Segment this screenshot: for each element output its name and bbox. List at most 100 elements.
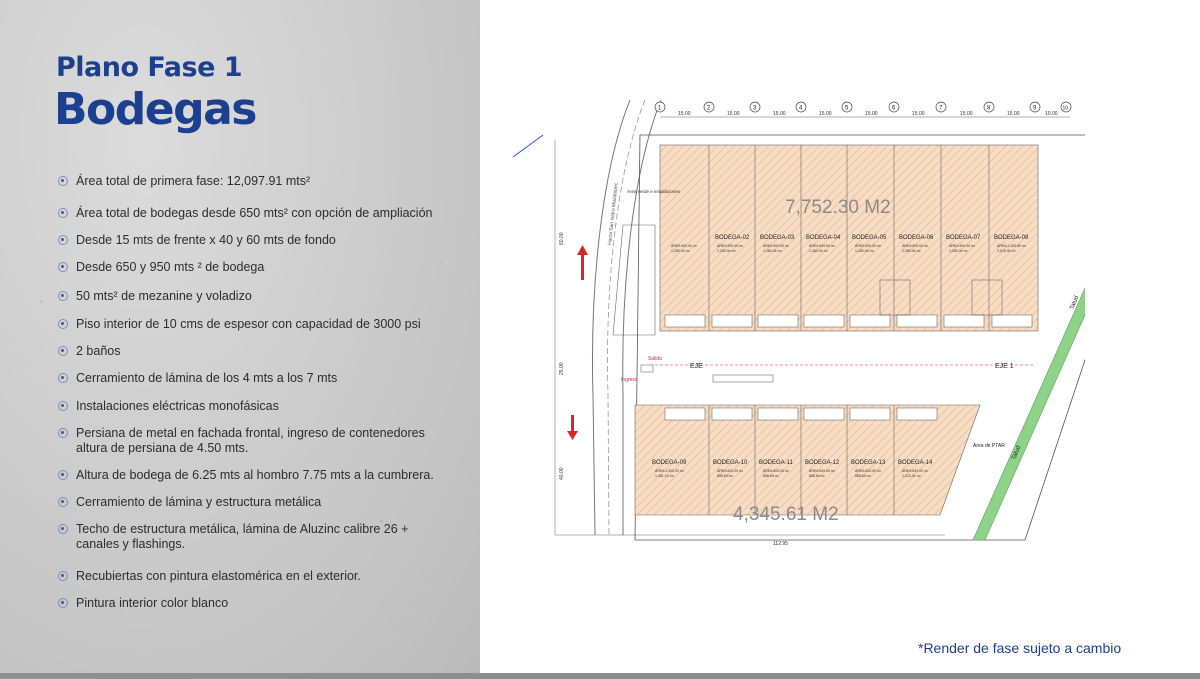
eje-left-label: EJE (690, 363, 703, 370)
svg-text:1,280.04 m²: 1,280.04 m² (949, 249, 969, 253)
svg-text:1,213.31 m²: 1,213.31 m² (902, 474, 922, 478)
feature-item: Techo de estructura metálica, lámina de … (58, 522, 438, 552)
svg-text:1,280.04 m²: 1,280.04 m² (855, 249, 875, 253)
svg-text:60.00: 60.00 (559, 232, 565, 245)
texture-speck (210, 120, 212, 122)
svg-text:4: 4 (799, 106, 803, 112)
feature-item: Desde 650 y 950 mts ² de bodega (58, 260, 264, 275)
svg-text:9: 9 (1033, 106, 1037, 112)
feature-item: Persiana de metal en fachada frontal, in… (58, 426, 438, 456)
top-warehouse-block (659, 144, 1039, 332)
svg-text:ÁREA 600.00 m²: ÁREA 600.00 m² (763, 469, 790, 473)
svg-text:1: 1 (658, 106, 662, 112)
road-edge-outer (591, 99, 631, 536)
road-label: Hacia San Isidro Mazatepec (607, 182, 620, 245)
svg-text:ÁREA 600.00 m²: ÁREA 600.00 m² (717, 469, 744, 473)
talud-label-bottom: Talud (1011, 445, 1022, 461)
svg-text:15.00: 15.00 (1007, 111, 1020, 117)
svg-text:40.00: 40.00 (559, 467, 565, 480)
svg-text:15.00: 15.00 (960, 111, 973, 117)
feature-item: Área total de primera fase: 12,097.91 mt… (58, 174, 310, 189)
unit-name: BODEGA-13 (851, 460, 886, 466)
bottom-mezzanines (664, 407, 938, 421)
feature-item: Altura de bodega de 6.25 mts al hombro 7… (58, 468, 434, 483)
bullet-icon (58, 319, 68, 329)
bottom-unit-names: BODEGA-09 BODEGA-10 BODEGA-11 BODEGA-12 … (652, 460, 933, 466)
title-plano-fase: Plano Fase 1 (56, 52, 243, 83)
bullet-icon (58, 176, 68, 186)
feature-item: Recubiertas con pintura elastomérica en … (58, 569, 361, 584)
unit-name: BODEGA-05 (852, 235, 887, 241)
site-plan: Hacia San Isidro Mazatepec 1 2 3 4 5 6 7… (512, 99, 1085, 547)
salida-label: Salida (648, 356, 662, 362)
svg-text:1,280.04 m²: 1,280.04 m² (902, 249, 922, 253)
top-mezzanines (664, 314, 1033, 328)
unit-name: BODEGA-12 (805, 460, 840, 466)
feature-item: 50 mts² de mezanine y voladizo (58, 289, 252, 304)
green-area-block (612, 224, 656, 336)
svg-text:2,076.40 m²: 2,076.40 m² (997, 249, 1017, 253)
unit-name: BODEGA-08 (994, 235, 1029, 241)
svg-text:ÁREA 900.00 m²: ÁREA 900.00 m² (902, 244, 929, 248)
unit-name: BODEGA-09 (652, 460, 687, 466)
unit-name: BODEGA-10 (713, 460, 748, 466)
unit-name: BODEGA-03 (760, 235, 795, 241)
svg-text:8: 8 (987, 106, 991, 112)
north-line (512, 134, 544, 158)
bullet-icon (58, 208, 68, 218)
bullet-icon (58, 571, 68, 581)
svg-text:858.69 m²: 858.69 m² (763, 474, 780, 478)
feature-item: Instalaciones eléctricas monofásicas (58, 399, 279, 414)
road-arrow-down (571, 415, 574, 435)
feature-item: Cerramiento de lámina y estructura metál… (58, 495, 321, 510)
svg-text:6: 6 (892, 106, 896, 112)
svg-text:15.00: 15.00 (912, 111, 925, 117)
ingreso-label: Ingreso (621, 377, 638, 383)
svg-text:5: 5 (845, 106, 849, 112)
svg-text:10.00: 10.00 (1045, 111, 1058, 117)
svg-text:15.00: 15.00 (773, 111, 786, 117)
unit-name: BODEGA-02 (715, 235, 750, 241)
texture-speck (380, 520, 383, 523)
truck (712, 374, 774, 383)
bullet-icon (58, 598, 68, 608)
svg-text:ÁREA 840.00 m²: ÁREA 840.00 m² (902, 469, 929, 473)
svg-text:15.00: 15.00 (678, 111, 691, 117)
top-unit-dividers (708, 145, 990, 331)
bottom-unit-dividers (708, 405, 895, 515)
top-notches (879, 279, 1003, 316)
bottom-area-label: 4,345.61 M2 (733, 504, 839, 525)
road-arrow-down-head (567, 431, 578, 440)
feature-item: Área total de bodegas desde 650 mts² con… (58, 206, 432, 221)
svg-text:ÁREA 900.00 m²: ÁREA 900.00 m² (671, 244, 698, 248)
bottom-unit-areas: ÁREA 1,000.00 m² 1,451.10 m² ÁREA 600.00… (655, 469, 929, 478)
svg-text:15.00: 15.00 (727, 111, 740, 117)
green-talud-strip (972, 287, 1085, 541)
bullet-icon (58, 346, 68, 356)
svg-text:1,280.04 m²: 1,280.04 m² (671, 249, 691, 253)
bullet-icon (58, 235, 68, 245)
feature-item: Desde 15 mts de frente x 40 y 60 mts de … (58, 233, 336, 248)
top-dimensions: 15.00 15.00 15.00 15.00 15.00 15.00 15.0… (678, 111, 1058, 117)
green-area-label: Área verde e instalaciones (627, 188, 681, 194)
car (640, 364, 654, 373)
texture-speck (120, 610, 122, 612)
unit-name: BODEGA-07 (946, 235, 981, 241)
unit-name: BODEGA-04 (806, 235, 841, 241)
svg-text:858.69 m²: 858.69 m² (717, 474, 734, 478)
bullet-icon (58, 401, 68, 411)
bottom-dimension-label: 112.95 (773, 541, 788, 547)
unit-name: BODEGA-06 (899, 235, 934, 241)
road-arrow-up-head (577, 245, 588, 255)
road-arrow-up (581, 250, 584, 280)
bottom-bar (0, 673, 1200, 679)
bullet-icon (58, 470, 68, 480)
road-centerline (607, 99, 646, 536)
svg-text:1,280.04 m²: 1,280.04 m² (809, 249, 829, 253)
road-edge-inner (622, 99, 662, 535)
bullet-icon (58, 524, 68, 534)
top-unit-areas: ÁREA 900.00 m² 1,280.04 m² ÁREA 900.00 m… (671, 244, 1027, 253)
bullet-icon (58, 497, 68, 507)
texture-speck (440, 260, 442, 262)
svg-text:7: 7 (939, 106, 943, 112)
